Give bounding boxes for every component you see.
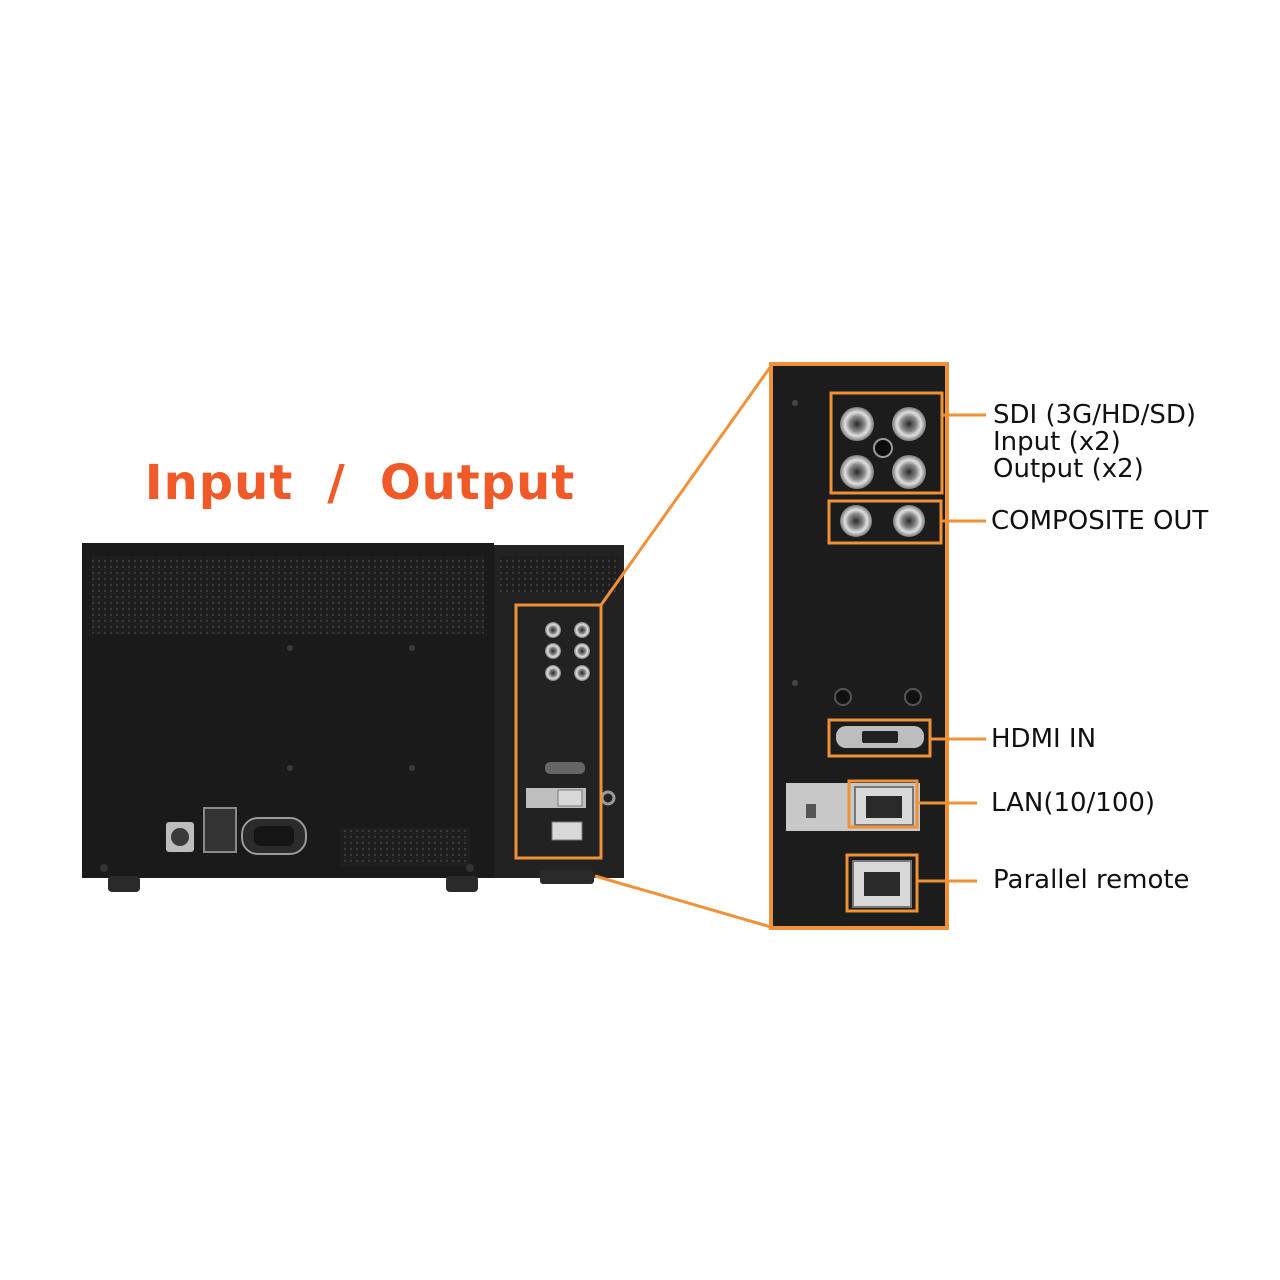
foot-left — [108, 876, 140, 892]
sdi-output-1-connector — [892, 407, 926, 441]
composite-callout-label: COMPOSITE OUT — [991, 506, 1209, 536]
zoom-line-top — [599, 365, 773, 606]
io-highlight-box — [514, 603, 603, 860]
vent-grille-side — [500, 556, 618, 592]
foot-right — [540, 870, 594, 884]
lan-callout-label: LAN(10/100) — [991, 788, 1156, 818]
zoom-line-bottom — [594, 874, 772, 929]
title-separator: / — [327, 455, 346, 511]
hdmi-callout-label: HDMI IN — [991, 724, 1097, 754]
monitor-rear — [82, 543, 624, 892]
vent-grille-bottom — [340, 828, 470, 866]
title-output: Output — [379, 455, 576, 511]
sdi-callout-box — [829, 391, 944, 495]
parallel-callout-label: Parallel remote — [993, 865, 1190, 895]
sdi-output-2-connector — [892, 455, 926, 489]
sdi-label-line-1: SDI (3G/HD/SD) — [993, 400, 1197, 430]
sdi-input-2-connector — [840, 455, 874, 489]
diagram-title: Input / Output — [120, 455, 600, 511]
composite-out-2-connector — [893, 505, 925, 537]
composite-out-1-connector — [840, 505, 872, 537]
io-panel-zoom — [769, 362, 949, 930]
sdi-label-line-3: Output (x2) — [993, 454, 1144, 484]
sdi-callout-label: SDI (3G/HD/SD) Input (x2) Output (x2) — [993, 402, 1196, 483]
sdi-label-line-2: Input (x2) — [993, 427, 1121, 457]
title-input: Input — [144, 455, 294, 511]
vent-grille-right — [282, 556, 484, 634]
foot-mid — [446, 876, 478, 892]
parallel-callout-box — [845, 853, 919, 913]
io-panel-frame — [769, 362, 949, 930]
sdi-input-1-connector — [840, 407, 874, 441]
vent-grille-left — [92, 556, 282, 634]
power-switch — [203, 807, 237, 853]
